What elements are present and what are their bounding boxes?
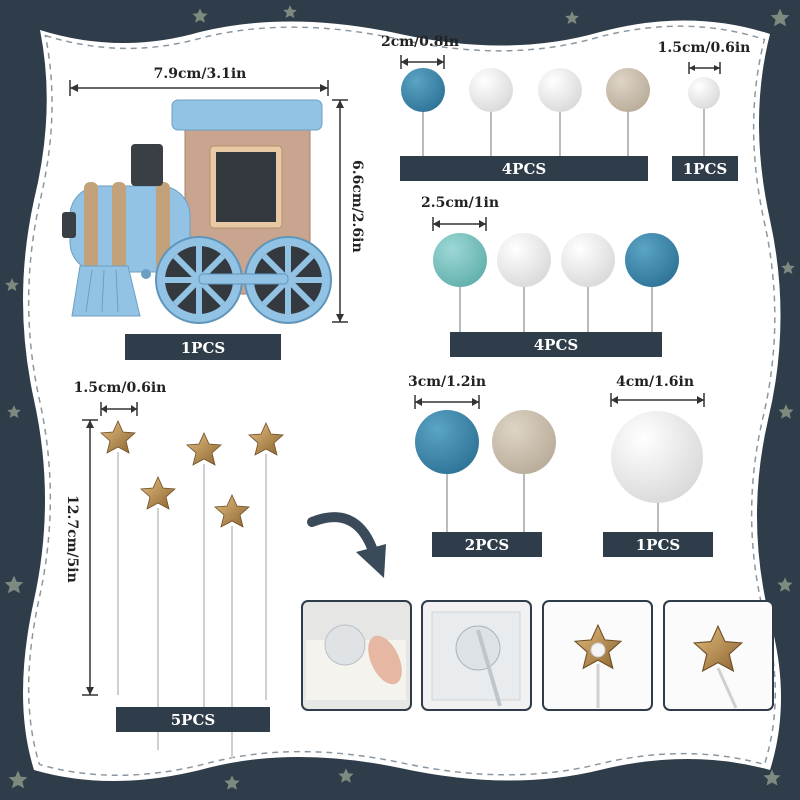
ball-xl-qty-badge — [603, 532, 713, 557]
ball-white-icon — [469, 68, 513, 112]
balls-medium-section: 2.5cm/1in 4PCS — [421, 195, 679, 357]
ball-white-icon — [561, 233, 615, 287]
background-stars-icon — [4, 5, 795, 790]
ball-xl-section: 4cm/1.6in 1PCS — [603, 374, 713, 557]
step-star-back-photo — [542, 600, 653, 711]
instruction-steps — [301, 600, 774, 711]
train-figure-icon — [62, 99, 332, 324]
stars-size-label: 1.5cm/0.6in — [74, 380, 167, 396]
balls-medium-size-label: 2.5cm/1in — [421, 195, 499, 211]
balls-medium-qty-badge — [450, 332, 662, 357]
ball-dark-blue-icon — [625, 233, 679, 287]
stars-section: 1.5cm/0.6in 12.7cm/5in 5PCS — [64, 380, 284, 758]
ball-tiny-size-label: 1.5cm/0.6in — [658, 40, 751, 56]
balls-medium-qty-label: 4PCS — [534, 336, 579, 354]
ball-white-icon — [688, 77, 720, 109]
sticker-apply-icon — [455, 625, 501, 671]
ball-tiny-qty-badge — [672, 156, 738, 181]
balls-small-size-label: 2cm/0.8in — [381, 34, 459, 50]
balls-large-section: 3cm/1.2in 2PCS — [408, 374, 556, 557]
balls-large-qty-badge — [432, 532, 542, 557]
step-apply-photo — [421, 600, 532, 711]
train-section: 7.9cm/3.1in 6.6cm/2.6in — [62, 66, 365, 360]
balls-small-qty-label: 4PCS — [502, 160, 547, 178]
balls-large-qty-label: 2PCS — [465, 536, 510, 554]
step-star-front-photo — [663, 600, 774, 711]
ball-tiny-qty-label: 1PCS — [683, 160, 728, 178]
ball-beige-icon — [492, 410, 556, 474]
balls-large-size-label: 3cm/1.2in — [408, 374, 486, 390]
ball-white-icon — [497, 233, 551, 287]
train-width-label: 7.9cm/3.1in — [154, 66, 247, 82]
ball-white-icon — [538, 68, 582, 112]
ball-tiny-section: 1.5cm/0.6in 1PCS — [658, 40, 751, 181]
stars-height-label: 12.7cm/5in — [64, 495, 80, 583]
train-qty-label: 1PCS — [181, 339, 226, 357]
stars-qty-label: 5PCS — [171, 711, 216, 729]
ball-beige-icon — [606, 68, 650, 112]
ball-dark-blue-icon — [401, 68, 445, 112]
ball-teal-icon — [433, 233, 487, 287]
balls-small-qty-badge — [400, 156, 648, 181]
ball-dark-blue-icon — [415, 410, 479, 474]
train-height-label: 6.6cm/2.6in — [349, 160, 365, 253]
balls-small-section: 2cm/0.8in 4PCS — [381, 34, 650, 181]
panel-dashed-border — [27, 25, 776, 776]
curved-arrow-icon — [307, 512, 377, 553]
train-qty-badge — [125, 334, 281, 360]
ball-white-icon — [611, 411, 703, 503]
ball-xl-qty-label: 1PCS — [636, 536, 681, 554]
stars-qty-badge — [116, 707, 270, 732]
sticker-peel-icon — [324, 624, 366, 666]
step-peel-photo — [301, 600, 412, 711]
ball-xl-size-label: 4cm/1.6in — [616, 374, 694, 390]
